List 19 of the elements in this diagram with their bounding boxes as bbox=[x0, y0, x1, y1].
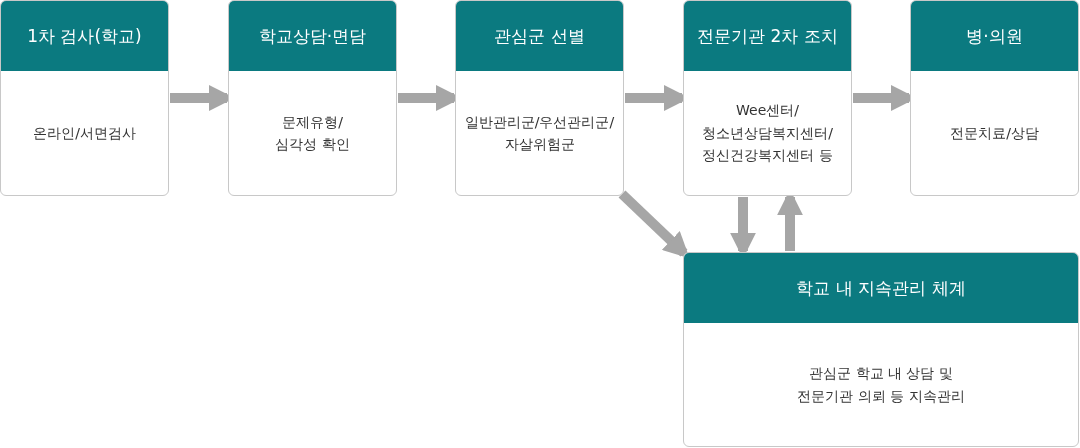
process-card bbox=[228, 0, 397, 196]
process-card bbox=[455, 0, 624, 196]
card-title: 학교상담·면담 bbox=[258, 24, 367, 48]
card-description: 전문치료/상담 bbox=[950, 123, 1039, 143]
card-description: 일반관리군/우선관리군/ 자살위험군 bbox=[463, 112, 616, 154]
card-description: Wee센터/ 청소년상담복지센터/ 정신건강복지센터 등 bbox=[701, 101, 834, 166]
card-description: 문제유형/ 심각성 확인 bbox=[274, 112, 351, 154]
process-card bbox=[0, 0, 169, 196]
card-title: 병·의원 bbox=[966, 24, 1023, 48]
card-title: 학교 내 지속관리 체계 bbox=[796, 276, 966, 300]
process-card bbox=[910, 0, 1079, 196]
card-title: 관심군 선별 bbox=[494, 24, 585, 48]
process-card bbox=[683, 0, 852, 196]
card-title: 전문기관 2차 조치 bbox=[697, 24, 838, 48]
card-description: 온라인/서면검사 bbox=[33, 123, 136, 143]
card-description: 관심군 학교 내 상담 및 전문기관 의뢰 등 지속관리 bbox=[796, 364, 966, 406]
arrow bbox=[618, 190, 690, 259]
process-card bbox=[683, 252, 1079, 447]
card-title: 1차 검사(학교) bbox=[27, 24, 142, 48]
